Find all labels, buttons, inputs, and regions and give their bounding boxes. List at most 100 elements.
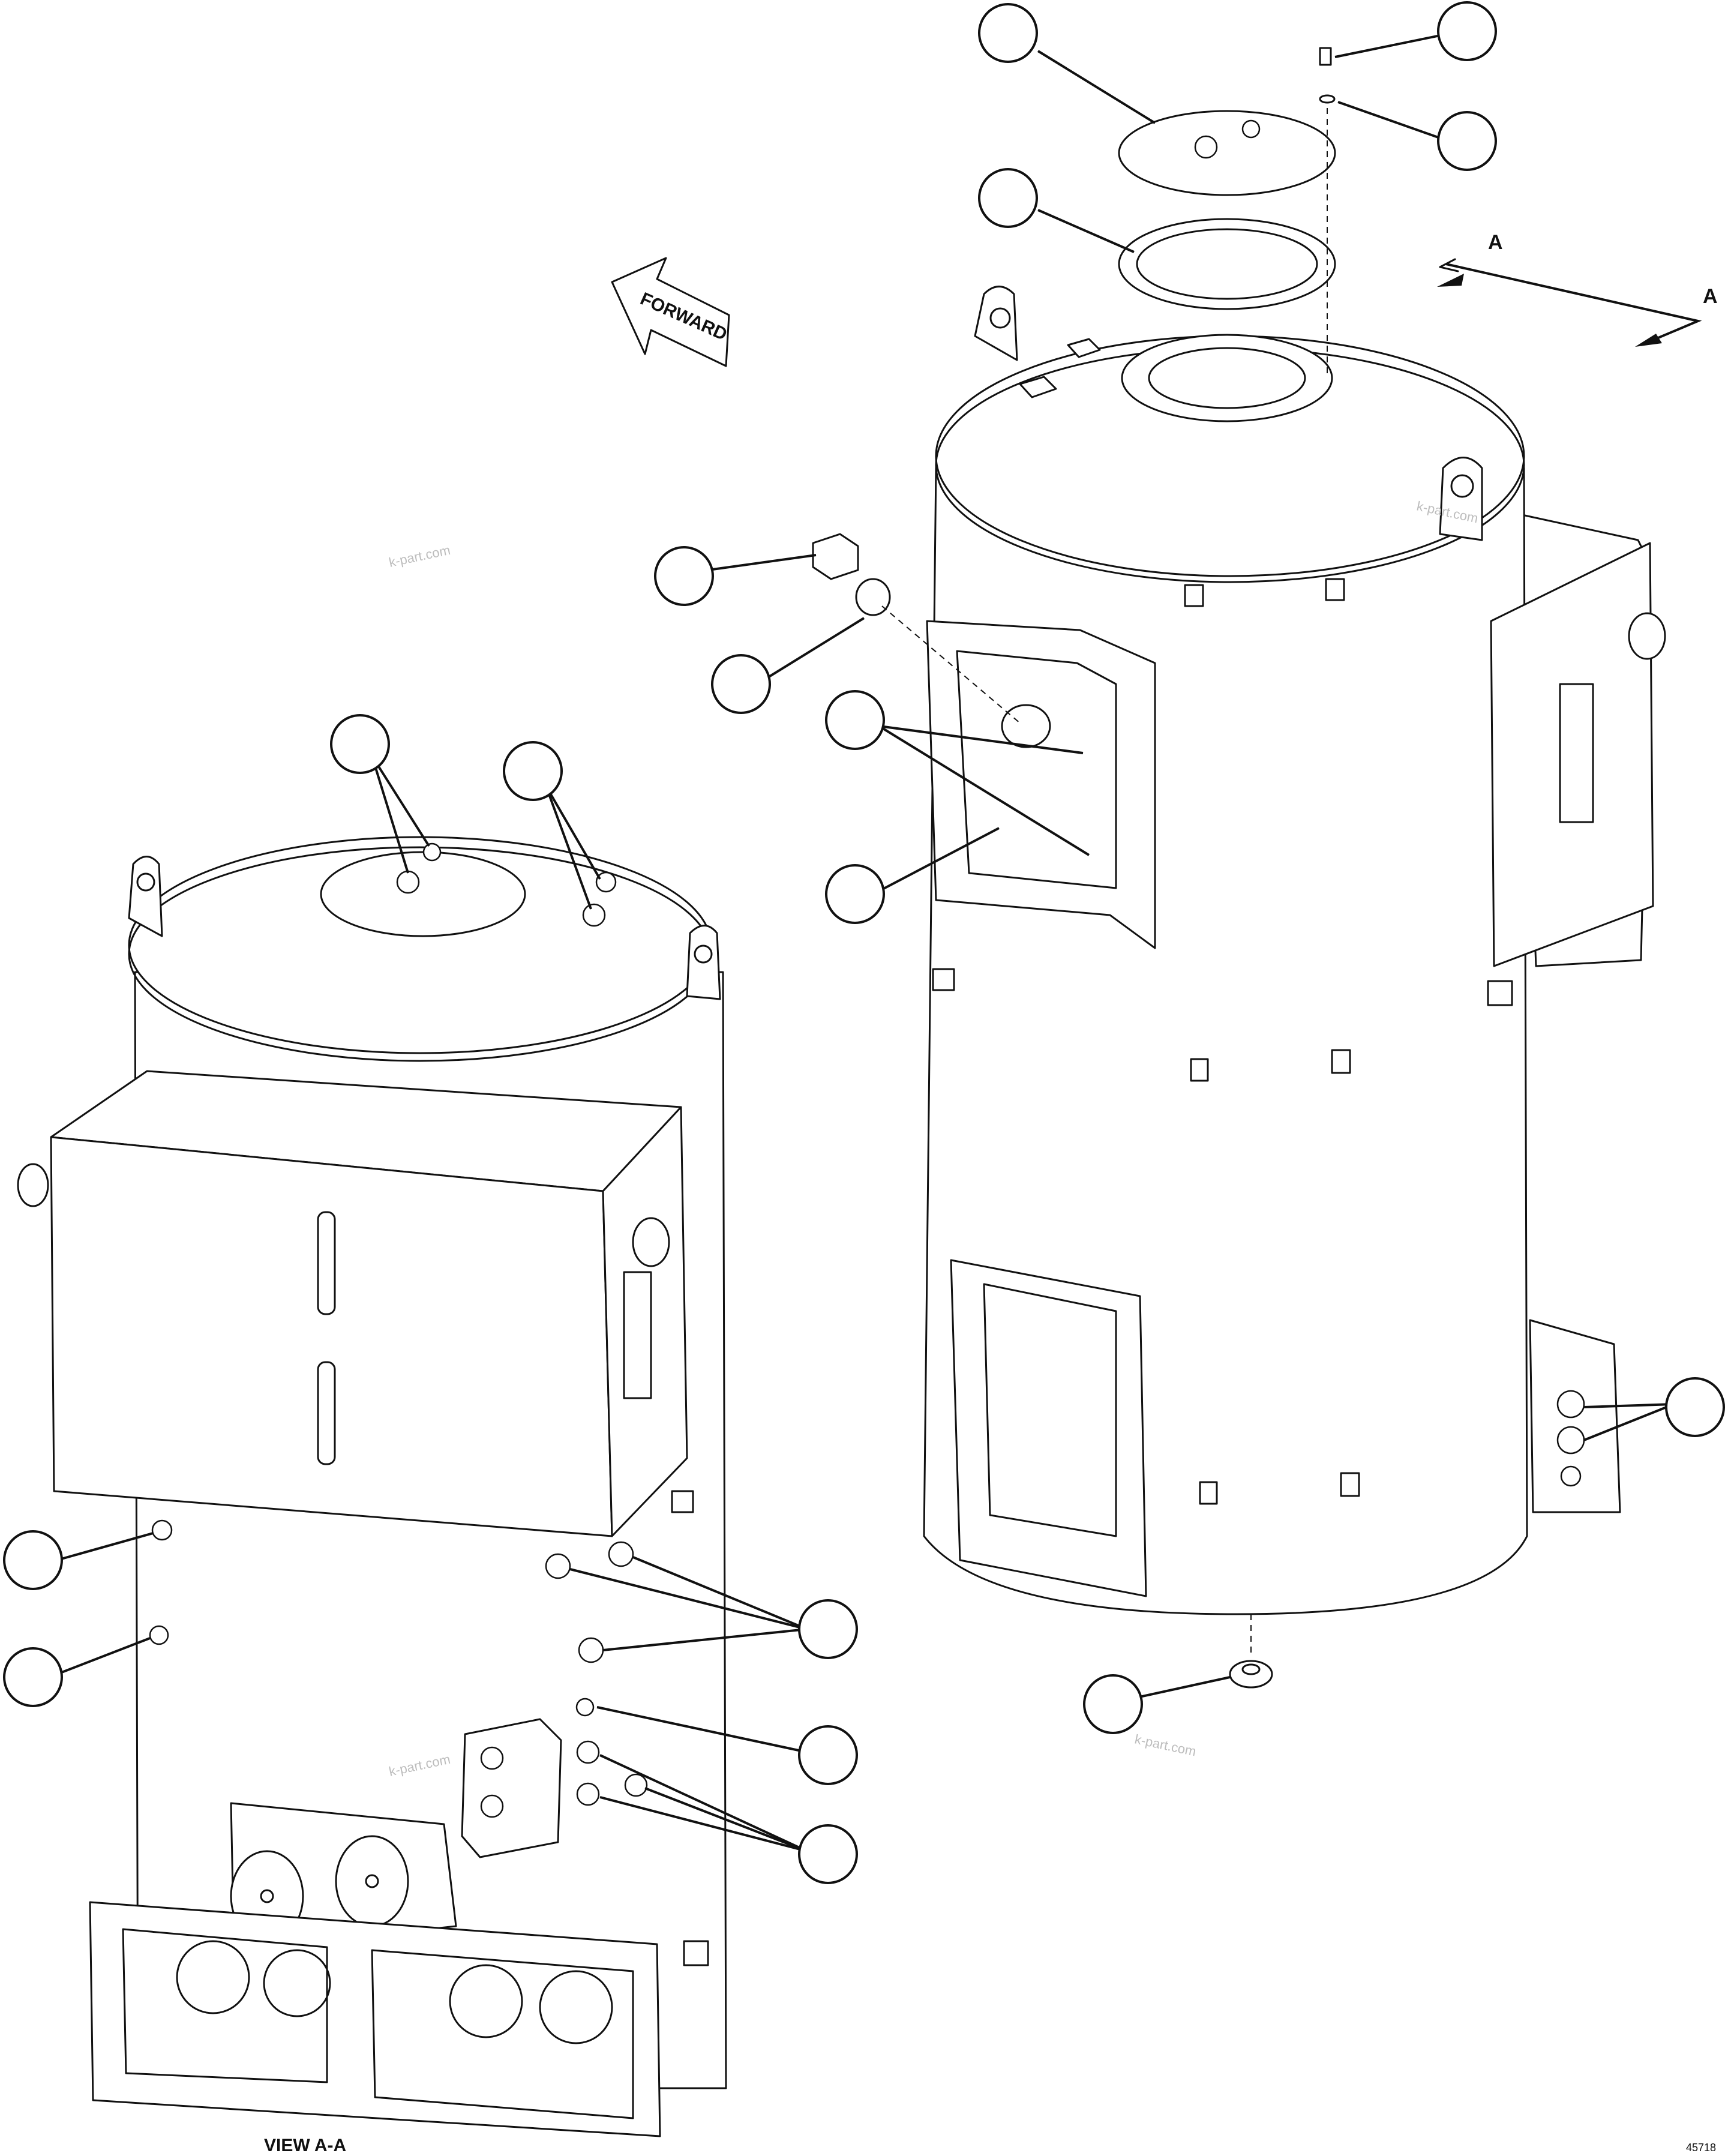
forward-arrow[interactable]: FORWARD	[611, 257, 730, 367]
left-enclosure-slot-2	[317, 1361, 336, 1465]
callout-bubble[interactable]	[1437, 1, 1497, 61]
base-hole-3	[449, 1964, 523, 2038]
exploded-cover-parts	[812, 47, 1336, 724]
right-block-4	[1331, 1049, 1351, 1074]
left-fitting-3	[545, 1553, 571, 1579]
left-junction-box	[461, 1718, 562, 1858]
view-caption: VIEW A-A	[264, 2136, 346, 2155]
junction-box-port-2	[480, 1794, 504, 1818]
left-side-cylinder	[632, 1217, 670, 1267]
callout-bubble[interactable]	[798, 1725, 858, 1785]
right-fitting-b	[1556, 1426, 1585, 1455]
left-side-window	[623, 1271, 652, 1399]
manhole-cover	[1118, 110, 1336, 196]
right-top-fitting-2	[1067, 338, 1101, 358]
left-top-valve-2	[422, 842, 442, 862]
left-front-cylinder	[17, 1163, 49, 1207]
right-side-slot	[1559, 683, 1594, 823]
left-fitting-5	[578, 1637, 604, 1663]
left-lug-left-hole	[136, 872, 155, 892]
callout-bubble[interactable]	[978, 3, 1038, 63]
base-hole-4	[539, 1970, 613, 2044]
callout-bubble[interactable]	[3, 1647, 63, 1707]
right-lug-left-hole	[989, 307, 1011, 329]
gasket-inner	[1136, 228, 1318, 300]
left-enclosure-front	[50, 1136, 613, 1537]
left-base-inner-1	[122, 1928, 328, 2083]
exploded-seal	[855, 578, 891, 616]
callout-bubble[interactable]	[503, 741, 563, 801]
right-lower-window	[950, 1259, 1147, 1597]
callout-bubble[interactable]	[1665, 1377, 1725, 1437]
right-tank	[923, 286, 1666, 1689]
section-line	[1445, 263, 1702, 346]
cover-washer	[1319, 94, 1336, 104]
watermark: k-part.com	[388, 542, 452, 570]
left-manhole	[320, 851, 526, 937]
right-block-6	[1340, 1472, 1360, 1497]
callout-bubble[interactable]	[330, 714, 390, 774]
left-fitting-1	[151, 1519, 173, 1541]
callout-bubble[interactable]	[825, 864, 885, 924]
callout-bubble[interactable]	[798, 1599, 858, 1659]
base-hole-1	[176, 1940, 250, 2014]
callout-bubble[interactable]	[798, 1824, 858, 1884]
left-base-inner-2	[371, 1949, 634, 2119]
left-fitting-7	[576, 1740, 600, 1764]
right-manhole-opening	[1148, 347, 1306, 409]
left-enclosure-side	[602, 1106, 688, 1537]
callout-bubble[interactable]	[654, 546, 714, 606]
plug-centerline	[881, 605, 1021, 724]
watermark: k-part.com	[1133, 1731, 1198, 1759]
callout-bubble[interactable]	[711, 654, 771, 714]
leader-lines	[56, 32, 1675, 1852]
left-fitting-9	[624, 1773, 648, 1797]
gasket-outer	[1118, 218, 1336, 310]
left-lug-right-hole	[694, 944, 713, 964]
left-side-valve-1	[595, 871, 617, 893]
callout-bubble[interactable]	[1437, 111, 1497, 171]
left-enclosure-slot-1	[317, 1211, 336, 1315]
section-arrowhead-left	[1437, 274, 1464, 287]
right-side-cylinder	[1628, 612, 1666, 660]
forward-arrow-shape	[611, 257, 730, 367]
exploded-plug	[812, 533, 859, 580]
right-block-8	[1487, 980, 1513, 1006]
right-top-fitting-1	[1019, 376, 1057, 398]
callout-bubble[interactable]	[978, 168, 1038, 228]
right-block-3	[1190, 1058, 1209, 1082]
base-hole-2	[263, 1949, 331, 2017]
left-motor-1-hub	[260, 1889, 274, 1903]
callout-bubble[interactable]	[1083, 1674, 1143, 1734]
left-motor-2-hub	[365, 1874, 379, 1888]
section-arrowhead-right	[1635, 334, 1662, 347]
drawing-number: 45718	[1686, 2142, 1716, 2154]
left-block-1	[671, 1490, 694, 1513]
right-lug-right	[1439, 457, 1483, 541]
section-indicator: A A	[1437, 231, 1718, 347]
left-fitting-4	[608, 1541, 634, 1567]
section-mark-1: A	[1488, 231, 1503, 254]
left-tank	[17, 836, 727, 2137]
callout-bubble[interactable]	[3, 1530, 63, 1590]
section-arrow-left	[1439, 258, 1459, 272]
left-fitting-6	[575, 1698, 595, 1717]
right-drain-plug-hole	[1241, 1663, 1261, 1675]
right-block-1	[1184, 584, 1204, 607]
callout-bubble[interactable]	[825, 690, 885, 750]
left-fitting-2	[149, 1625, 169, 1645]
right-fitting-a	[1556, 1390, 1585, 1419]
left-base-frame	[89, 1901, 661, 2137]
left-top-valve-1	[396, 870, 420, 894]
callout-bubbles	[3, 1, 1725, 1884]
right-block-7	[932, 968, 955, 991]
section-mark-2: A	[1703, 285, 1718, 308]
right-upper-window-inner	[956, 650, 1117, 889]
right-side-panel	[1490, 542, 1654, 967]
left-fitting-8	[576, 1782, 600, 1806]
cover-bolt	[1319, 47, 1332, 66]
left-motor-2	[335, 1835, 409, 1927]
cover-valve-1	[1194, 135, 1218, 159]
right-lower-window-inner	[983, 1283, 1117, 1537]
